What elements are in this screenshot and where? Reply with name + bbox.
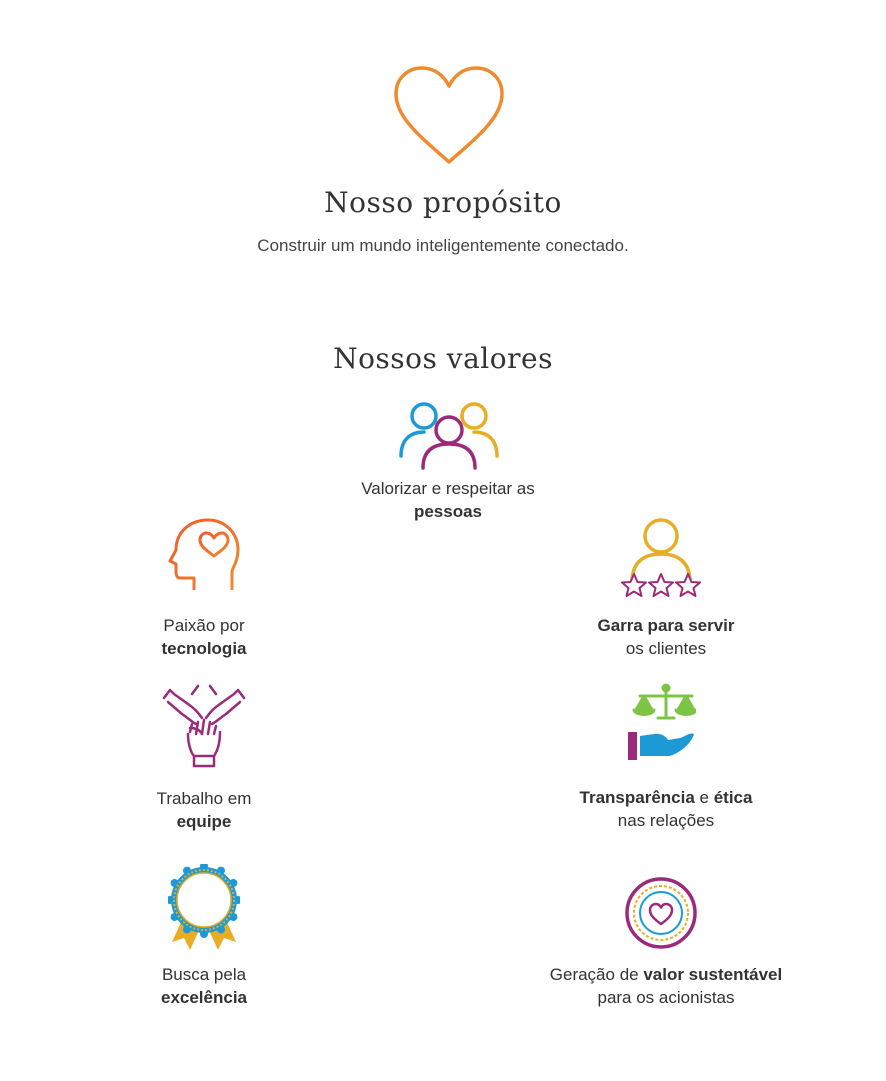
- value-sustainable-line2: para os acionistas: [597, 988, 735, 1007]
- value-teamwork: Trabalho em equipe: [104, 787, 304, 833]
- value-teamwork-line2: equipe: [176, 812, 232, 831]
- customer-stars-icon: [618, 516, 704, 604]
- value-people: Valorizar e respeitar as pessoas: [318, 477, 578, 523]
- value-customers-line2: os clientes: [625, 639, 707, 658]
- value-transparency-line2: nas relações: [617, 811, 715, 830]
- value-transparency-line1: Transparência e ética: [536, 786, 796, 809]
- heart-seal-icon: [624, 876, 698, 950]
- value-sustainable-line1: Geração de valor sustentável: [516, 963, 816, 986]
- value-transparency-word1: Transparência: [579, 788, 695, 807]
- value-transparency-word2: ética: [713, 788, 753, 807]
- value-people-line2: pessoas: [413, 502, 483, 521]
- medal-icon: [168, 864, 240, 954]
- value-teamwork-line1: Trabalho em: [156, 789, 252, 808]
- value-transparency-connector: e: [694, 788, 714, 807]
- teamwork-hands-icon: [162, 684, 246, 768]
- value-excellence-line2: excelência: [160, 988, 247, 1007]
- value-technology-line1: Paixão por: [163, 616, 245, 635]
- value-sustainable-prefix: Geração de: [549, 965, 644, 984]
- value-transparency: Transparência e ética nas relações: [536, 786, 796, 832]
- value-excellence: Busca pela excelência: [104, 963, 304, 1009]
- heart-icon: [392, 64, 506, 168]
- people-icon: [398, 400, 500, 470]
- purpose-title: Nosso propósito: [324, 186, 562, 219]
- value-technology: Paixão por tecnologia: [104, 614, 304, 660]
- purpose-text: Construir um mundo inteligentemente cone…: [257, 236, 629, 255]
- value-customers-line1: Garra para servir: [597, 616, 735, 635]
- value-customers: Garra para servir os clientes: [536, 614, 796, 660]
- value-people-line1: Valorizar e respeitar as: [361, 479, 535, 498]
- head-heart-icon: [166, 516, 242, 592]
- scale-hand-icon: [626, 682, 696, 764]
- value-sustainable: Geração de valor sustentável para os aci…: [516, 963, 816, 1009]
- value-excellence-line1: Busca pela: [161, 965, 247, 984]
- value-sustainable-bold: valor sustentável: [643, 965, 783, 984]
- values-title: Nossos valores: [333, 342, 553, 375]
- value-technology-line2: tecnologia: [161, 639, 247, 658]
